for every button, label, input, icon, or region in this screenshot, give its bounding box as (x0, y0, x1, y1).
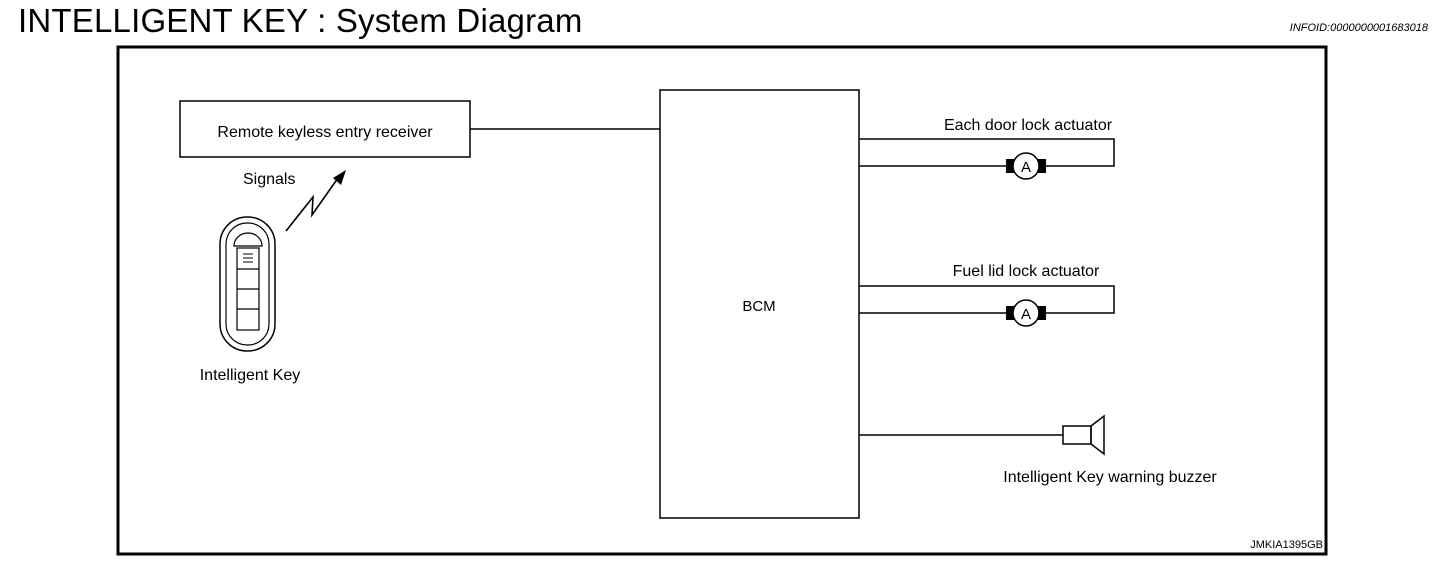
door-actuator-label: Each door lock actuator (944, 117, 1113, 134)
buzzer-icon (1062, 414, 1105, 456)
motor-icon (1006, 299, 1046, 327)
figure-code: JMKIA1395GB (1250, 539, 1323, 551)
diagram-frame (116, 45, 1328, 556)
signals-label: Signals (243, 171, 295, 188)
fuel-actuator-label: Fuel lid lock actuator (953, 263, 1100, 280)
info-id: INFOID:0000000001683018 (1289, 22, 1428, 34)
bcm-box (659, 89, 860, 519)
bcm-label: BCM (742, 298, 775, 315)
page-title: INTELLIGENT KEY : System Diagram (18, 2, 583, 39)
fuel-actuator-wire-top (859, 285, 1115, 314)
door-motor-symbol: A (1021, 159, 1031, 176)
key-label: Intelligent Key (200, 367, 301, 384)
motor-icon (1006, 152, 1046, 180)
door-actuator-wire-top (859, 138, 1115, 167)
radio-signal-icon (285, 170, 346, 232)
receiver-label: Remote keyless entry receiver (217, 124, 433, 141)
buzzer-label: Intelligent Key warning buzzer (1003, 469, 1217, 486)
key-fob-icon (219, 216, 276, 352)
fuel-motor-symbol: A (1021, 306, 1031, 323)
